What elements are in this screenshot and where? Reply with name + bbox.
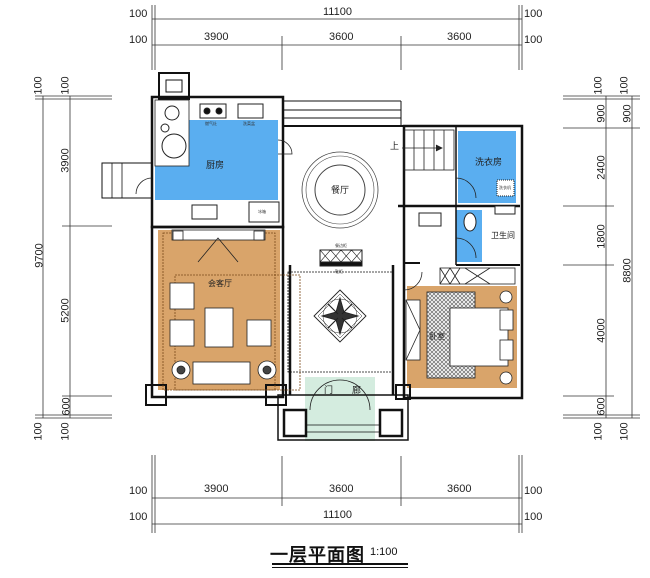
- living-furniture: [162, 229, 301, 391]
- kitchen-fixtures: [135, 99, 293, 223]
- bottom-dim-seg-2: 3600: [329, 483, 354, 495]
- room-label-laundry: 洗衣房: [475, 158, 503, 168]
- top-dim-edge-right-2: 100: [524, 34, 543, 46]
- fixture-label-sink: 洗菜盆: [243, 121, 255, 126]
- right-dim-seg-2400: 2400: [595, 155, 608, 180]
- fixture-label-stove: 燃气灶: [205, 121, 217, 126]
- walls: [101, 72, 524, 441]
- room-label-kitchen: 厨房: [206, 161, 225, 171]
- bottom-dim-total: 11100: [323, 509, 352, 521]
- left-dim-total: 9700: [33, 243, 46, 268]
- right-dim-bottom-outer: 100: [592, 422, 605, 441]
- fixture-label-shoe-cabinet: 鞋柜: [335, 269, 343, 274]
- right-dim-seg-600: 600: [595, 397, 608, 416]
- bottom-dim-edge-left-1: 100: [129, 485, 148, 497]
- room-label-entry-right: 廊: [352, 386, 362, 396]
- left-dim-bottom-outer: 100: [32, 422, 45, 441]
- room-label-living: 会客厅: [208, 279, 232, 288]
- sideboard: [319, 249, 363, 267]
- right-dim-seg-900: 900: [595, 104, 608, 123]
- left-dimension-lines: [35, 95, 112, 419]
- right-dim-top-outer: 100: [592, 76, 605, 95]
- room-label-bedroom: 卧室: [429, 332, 445, 341]
- room-label-dining: 餐厅: [331, 186, 350, 196]
- fixture-label-washer: 洗衣机: [499, 185, 511, 190]
- top-dim-edge-left-1: 100: [129, 8, 148, 20]
- right-dim-seg-4000: 4000: [595, 318, 608, 343]
- dining-table: [301, 151, 379, 229]
- top-dim-seg-1: 3900: [204, 31, 229, 43]
- top-dim-seg-3: 3600: [447, 31, 472, 43]
- fixture-label-sideboard: 餐边柜: [335, 243, 347, 248]
- top-dim-edge-left-2: 100: [129, 34, 148, 46]
- right-dim-bottom-inner: 100: [618, 422, 631, 441]
- drawing-title: 一层平面图: [270, 545, 365, 566]
- bottom-dim-edge-left-2: 100: [129, 511, 148, 523]
- room-label-entry-left: 门: [324, 386, 334, 396]
- right-dim-top-900-outer: 900: [621, 104, 634, 123]
- bottom-dim-edge-right-2: 100: [524, 511, 543, 523]
- room-label-bathroom: 卫生间: [491, 231, 515, 240]
- bottom-dim-seg-3: 3600: [447, 483, 472, 495]
- top-dim-seg-2: 3600: [329, 31, 354, 43]
- entry-doors: [309, 379, 371, 411]
- bottom-dim-edge-right-1: 100: [524, 485, 543, 497]
- bedroom-furniture: [403, 267, 516, 385]
- left-dim-bottom-inner: 100: [59, 422, 72, 441]
- stairs: [402, 129, 455, 171]
- drawing-scale: 1:100: [370, 546, 398, 558]
- top-dim-edge-right-1: 100: [524, 8, 543, 20]
- left-dim-seg-3: 600: [60, 397, 73, 416]
- fixture-label-fridge: 冰箱: [258, 209, 266, 214]
- left-dim-seg-2: 5200: [59, 298, 72, 323]
- left-dim-top-outer: 100: [32, 76, 45, 95]
- left-dim-top-inner: 100: [59, 76, 72, 95]
- right-dim-top-inner: 100: [618, 76, 631, 95]
- bottom-dimension-lines: [151, 455, 523, 533]
- title-underline-thin: [272, 567, 408, 568]
- entry-fill: [305, 377, 375, 441]
- top-dimension-lines: [151, 5, 523, 70]
- left-dim-seg-1: 3900: [59, 148, 72, 173]
- stairs-up-label: 上: [390, 142, 400, 152]
- title-underline-thick: [272, 563, 408, 565]
- laundry-fixtures: [418, 177, 516, 259]
- bottom-dim-seg-1: 3900: [204, 483, 229, 495]
- foyer-medallion: [313, 289, 367, 343]
- right-dimension-lines: [563, 95, 640, 419]
- top-dim-total: 11100: [323, 6, 352, 18]
- right-dim-total: 8800: [621, 258, 634, 283]
- right-dim-seg-1800: 1800: [595, 224, 608, 249]
